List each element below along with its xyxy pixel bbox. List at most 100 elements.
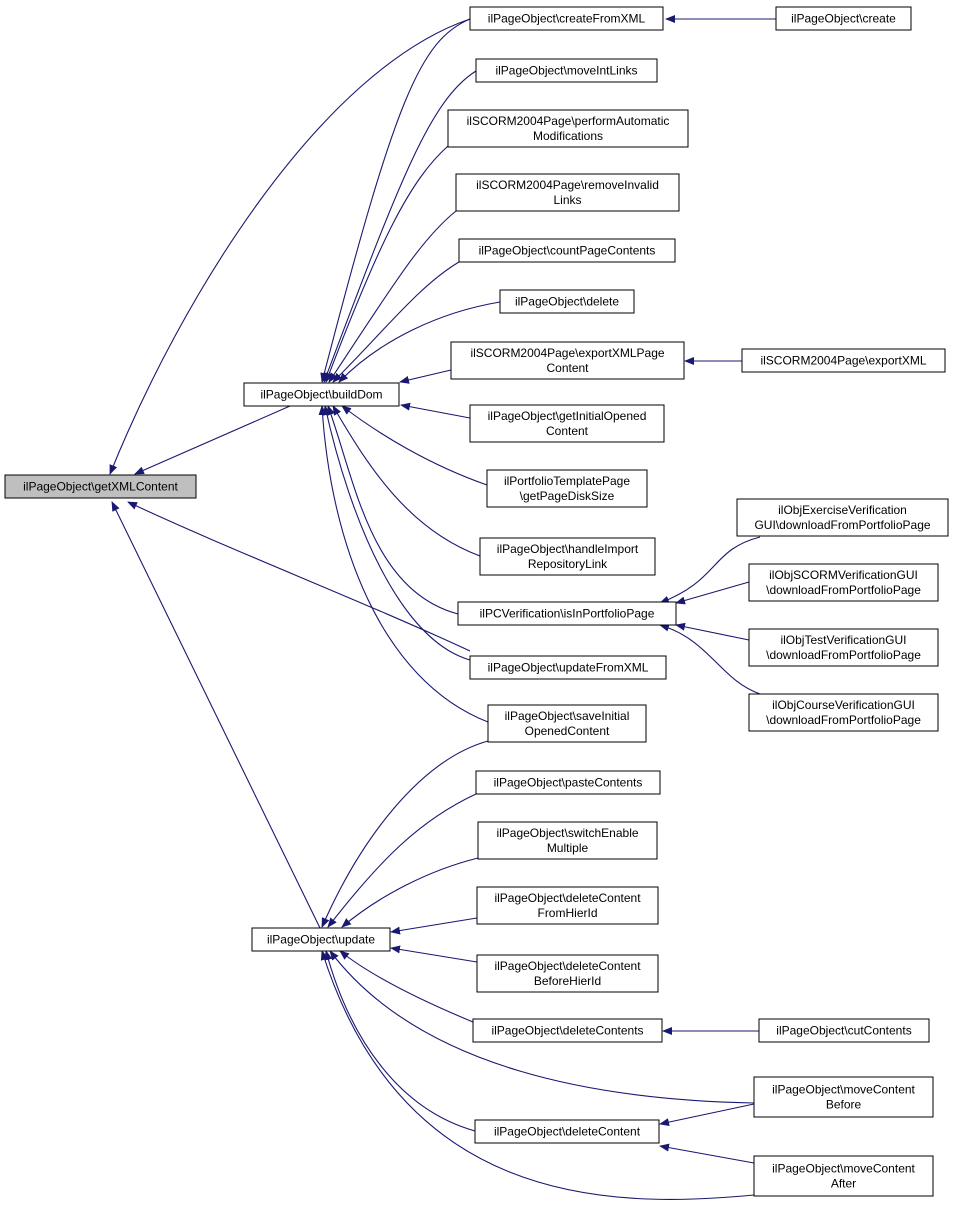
node-label: ilPageObject\deleteContent [494, 959, 641, 973]
node-cutContents[interactable]: ilPageObject\cutContents [758, 1018, 930, 1043]
node-label: ilPageObject\getXMLContent [23, 480, 178, 494]
node-label: GUI\downloadFromPortfolioPage [754, 518, 930, 532]
node-label: ilObjCourseVerificationGUI [772, 698, 915, 712]
node-createFromXML[interactable]: ilPageObject\createFromXML [469, 6, 664, 31]
node-box [475, 770, 661, 795]
node-label: ilPCVerification\isInPortfolioPage [480, 607, 655, 621]
node-box [753, 1155, 934, 1197]
node-label: Content [546, 424, 589, 438]
node-getXMLContent[interactable]: ilPageObject\getXMLContent [4, 474, 197, 499]
edge-updateFromXML-to-getXMLContent [127, 501, 471, 652]
node-box [758, 1018, 930, 1043]
edge-removeInvalidLinks-to-buildDom [328, 210, 457, 383]
edge-moveIntLinks-to-buildDom [323, 70, 477, 383]
node-label: ilPageObject\cutContents [776, 1024, 911, 1038]
node-label: Modifications [533, 129, 603, 143]
node-label: ilPageObject\delete [515, 295, 619, 309]
node-label: ilPageObject\moveIntLinks [495, 64, 637, 78]
node-exerciseDownload[interactable]: ilObjExerciseVerificationGUI\downloadFro… [736, 498, 949, 537]
node-label: \getPageDiskSize [520, 489, 615, 503]
node-getPageDiskSize[interactable]: ilPortfolioTemplatePage\getPageDiskSize [486, 469, 648, 508]
edge-deleteContentBeforeHierId-to-update [390, 945, 478, 963]
node-deleteContents[interactable]: ilPageObject\deleteContents [472, 1018, 663, 1043]
edge-moveContentBefore-to-deleteContent [659, 1103, 755, 1127]
node-label: ilPageObject\create [791, 12, 896, 26]
node-deleteContent[interactable]: ilPageObject\deleteContent [474, 1119, 660, 1144]
node-label: ilPageObject\deleteContent [494, 891, 641, 905]
node-box [476, 954, 659, 993]
node-label: ilPageObject\pasteContents [494, 776, 643, 790]
node-countPageContents[interactable]: ilPageObject\countPageContents [458, 238, 676, 263]
node-label: Content [546, 361, 589, 375]
node-box [243, 382, 400, 407]
node-label: FromHierId [537, 906, 597, 920]
node-box [469, 404, 665, 443]
edge-getPageDiskSize-to-buildDom [341, 405, 488, 486]
node-label: ilPageObject\getInitialOpened [488, 409, 647, 423]
edge-deleteContents-to-update [339, 950, 474, 1023]
node-label: Links [553, 193, 581, 207]
node-courseDownload[interactable]: ilObjCourseVerificationGUI\downloadFromP… [748, 693, 939, 732]
node-moveIntLinks[interactable]: ilPageObject\moveIntLinks [475, 58, 658, 83]
edge-buildDom-to-getXMLContent [134, 405, 291, 475]
node-delete[interactable]: ilPageObject\delete [499, 289, 635, 314]
edge-saveInitialOpenedContent-to-buildDom [318, 405, 489, 723]
node-label: BeforeHierId [534, 974, 601, 988]
node-label: ilSCORM2004Page\removeInvalid [476, 178, 659, 192]
edge-switchEnableMultiple-to-update [341, 857, 479, 928]
node-create[interactable]: ilPageObject\create [775, 6, 912, 31]
edge-countPageContents-to-buildDom [332, 261, 460, 383]
edge-exportXMLPageContent-to-buildDom [399, 369, 452, 384]
node-label: RepositoryLink [528, 557, 608, 571]
edge-moveContentAfter-to-update [320, 950, 755, 1200]
node-box [748, 628, 939, 667]
node-box [499, 289, 635, 314]
node-buildDom[interactable]: ilPageObject\buildDom [243, 382, 400, 407]
node-label: ilPageObject\deleteContents [491, 1024, 643, 1038]
node-box [741, 348, 946, 373]
node-box [472, 1018, 663, 1043]
edge-moveContentAfter-to-deleteContent [659, 1143, 755, 1164]
node-label: ilSCORM2004Page\exportXMLPage [470, 346, 664, 360]
node-box [753, 1076, 934, 1118]
node-label: ilPageObject\updateFromXML [488, 661, 649, 675]
node-label: ilPageObject\update [267, 933, 375, 947]
edge-performAutomaticModifications-to-buildDom [325, 145, 449, 383]
node-updateFromXML[interactable]: ilPageObject\updateFromXML [469, 655, 667, 680]
node-testDownload[interactable]: ilObjTestVerificationGUI\downloadFromPor… [748, 628, 939, 667]
node-box [469, 6, 664, 31]
edges [109, 15, 776, 1200]
node-label: ilPageObject\deleteContent [494, 1125, 641, 1139]
node-label: \downloadFromPortfolioPage [766, 583, 921, 597]
node-box [450, 341, 685, 380]
node-label: ilPageObject\handleImport [497, 542, 639, 556]
node-performAutomaticModifications[interactable]: ilSCORM2004Page\performAutomaticModifica… [447, 109, 689, 148]
node-label: ilPortfolioTemplatePage [504, 474, 630, 488]
node-isInPortfolioPage[interactable]: ilPCVerification\isInPortfolioPage [457, 601, 677, 626]
edge-testDownload-to-isInPortfolioPage [675, 622, 750, 641]
node-box [469, 655, 667, 680]
node-box [479, 537, 656, 576]
node-scormDownload[interactable]: ilObjSCORMVerificationGUI\downloadFromPo… [748, 563, 939, 602]
node-box [474, 1119, 660, 1144]
node-label: After [831, 1177, 856, 1191]
node-pasteContents[interactable]: ilPageObject\pasteContents [475, 770, 661, 795]
node-update[interactable]: ilPageObject\update [251, 927, 391, 952]
node-exportXML[interactable]: ilSCORM2004Page\exportXML [741, 348, 946, 373]
node-label: Multiple [547, 841, 589, 855]
node-label: ilPageObject\moveContent [772, 1162, 915, 1176]
node-label: \downloadFromPortfolioPage [766, 713, 921, 727]
node-label: ilPageObject\countPageContents [479, 244, 656, 258]
node-box [455, 173, 680, 212]
